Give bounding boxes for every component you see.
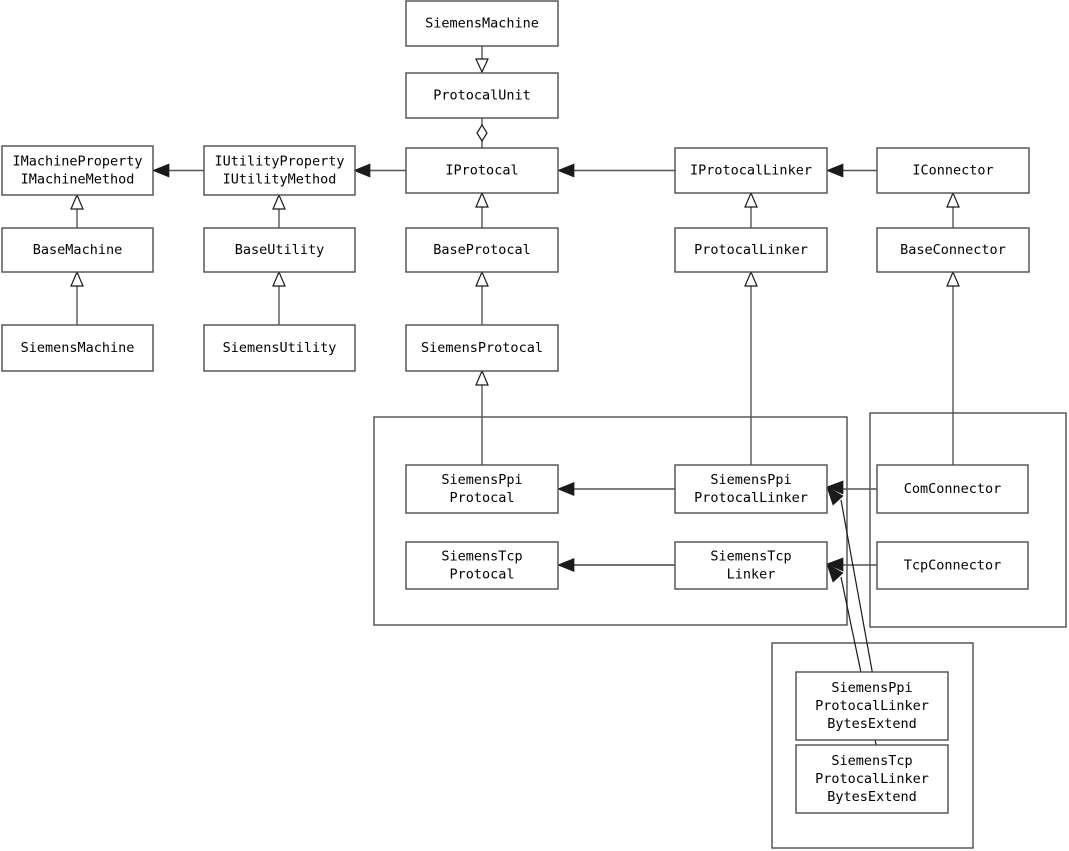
edge-protocal-unit-to-iprotocal xyxy=(476,118,488,148)
group-connector-implementations xyxy=(869,412,1067,628)
node-label-line2: ProtocalLinker xyxy=(815,698,929,714)
node-label-line2: ProtocalLinker xyxy=(694,490,808,506)
edge-iutility-property-to-imachine-property xyxy=(152,163,204,178)
node-siemens-machine-top[interactable]: SiemensMachine xyxy=(405,0,559,47)
edge-siemens-ppi-protocal-linker-to-protocal-linker xyxy=(744,270,758,465)
node-label-line1: SiemensTcp xyxy=(441,549,522,565)
edge-siemens-utility-to-base-utility xyxy=(272,270,286,325)
node-protocal-unit[interactable]: ProtocalUnit xyxy=(405,72,559,119)
edge-siemens-machine-top-to-protocal-unit xyxy=(475,46,489,74)
node-label: SiemensProtocal xyxy=(421,340,543,356)
node-iprotocal-linker[interactable]: IProtocalLinker xyxy=(674,147,828,194)
node-label-line1: IUtilityProperty xyxy=(214,154,344,170)
node-label-line2: IMachineMethod xyxy=(21,172,135,188)
node-label-line1: SiemensPpi xyxy=(831,680,912,696)
node-siemens-tcp-protocal-linker-bytes-extend[interactable]: SiemensTcp ProtocalLinker BytesExtend xyxy=(795,744,949,814)
edge-tcp-connector-to-siemens-tcp-linker xyxy=(826,557,877,572)
node-label: BaseUtility xyxy=(235,242,324,258)
node-tcp-connector[interactable]: TcpConnector xyxy=(876,541,1029,590)
edge-siemens-protocal-to-base-protocal xyxy=(475,270,489,325)
node-label-line1: IMachineProperty xyxy=(12,154,142,170)
node-label-line1: SiemensTcp xyxy=(831,753,912,769)
edge-layer xyxy=(70,46,960,750)
edge-siemens-ppi-protocal-to-siemens-protocal xyxy=(475,369,489,465)
edge-ppi-bytes-extend-to-siemens-ppi-protocal-linker xyxy=(826,486,874,677)
node-label-line2: ProtocalLinker xyxy=(815,771,929,787)
node-label-line2: Protocal xyxy=(449,490,514,506)
node-imachine-property[interactable]: IMachineProperty IMachineMethod xyxy=(1,145,154,196)
node-label: BaseMachine xyxy=(33,242,122,258)
edge-iprotocal-to-iutility-property xyxy=(353,163,406,178)
node-siemens-ppi-protocal-linker-bytes-extend[interactable]: SiemensPpi ProtocalLinker BytesExtend xyxy=(795,671,949,741)
node-siemens-tcp-protocal[interactable]: SiemensTcp Protocal xyxy=(405,541,559,590)
edge-base-connector-to-iconnector xyxy=(946,191,960,228)
node-label-line2: Protocal xyxy=(449,567,514,583)
node-siemens-tcp-linker[interactable]: SiemensTcp Linker xyxy=(674,541,828,590)
node-label: IConnector xyxy=(912,163,993,179)
node-siemens-ppi-protocal[interactable]: SiemensPpi Protocal xyxy=(405,464,559,514)
node-label-line3: BytesExtend xyxy=(827,789,916,805)
node-label: IProtocal xyxy=(445,163,518,179)
node-label: BaseProtocal xyxy=(433,242,531,258)
edge-siemens-machine-to-base-machine xyxy=(70,270,84,325)
group-protocal-implementations xyxy=(373,416,848,626)
node-label-line2: Linker xyxy=(727,567,776,583)
node-label: IProtocalLinker xyxy=(690,163,812,179)
edge-protocal-linker-to-iprotocal-linker xyxy=(744,191,758,228)
node-siemens-ppi-protocal-linker[interactable]: SiemensPpi ProtocalLinker xyxy=(674,464,828,514)
edge-base-machine-to-imachine-property xyxy=(70,193,84,228)
node-siemens-utility[interactable]: SiemensUtility xyxy=(203,324,356,372)
node-com-connector[interactable]: ComConnector xyxy=(876,464,1029,514)
node-label-line1: SiemensTcp xyxy=(710,549,791,565)
node-label: ComConnector xyxy=(904,481,1002,497)
node-label-line2: IUtilityMethod xyxy=(223,172,337,188)
edge-iprotocal-linker-to-iprotocal xyxy=(557,163,675,178)
node-label: BaseConnector xyxy=(900,242,1006,258)
node-label: ProtocalLinker xyxy=(694,242,808,258)
node-label: ProtocalUnit xyxy=(433,88,531,104)
node-base-utility[interactable]: BaseUtility xyxy=(203,227,356,273)
edge-com-connector-to-siemens-ppi-protocal-linker xyxy=(826,480,877,495)
node-iconnector[interactable]: IConnector xyxy=(876,147,1030,194)
node-base-connector[interactable]: BaseConnector xyxy=(876,227,1030,273)
edge-base-protocal-to-iprotocal xyxy=(475,191,489,228)
edge-siemens-ppi-protocal-linker-to-siemens-ppi-protocal xyxy=(557,481,675,497)
node-layer: SiemensMachine ProtocalUnit IProtocal IM… xyxy=(1,0,1030,814)
edge-base-utility-to-iutility-property xyxy=(272,193,286,228)
node-protocal-linker[interactable]: ProtocalLinker xyxy=(674,227,828,273)
node-base-machine[interactable]: BaseMachine xyxy=(1,227,154,273)
node-label: SiemensUtility xyxy=(223,340,337,356)
node-iutility-property[interactable]: IUtilityProperty IUtilityMethod xyxy=(203,145,356,196)
edge-iconnector-to-iprotocal-linker xyxy=(826,163,877,178)
node-label: TcpConnector xyxy=(904,558,1002,574)
node-iprotocal[interactable]: IProtocal xyxy=(405,147,559,194)
node-label-line3: BytesExtend xyxy=(827,716,916,732)
node-siemens-protocal[interactable]: SiemensProtocal xyxy=(405,324,559,372)
node-label: SiemensMachine xyxy=(21,340,135,356)
edge-siemens-tcp-linker-to-siemens-tcp-protocal xyxy=(557,557,675,573)
node-label-line1: SiemensPpi xyxy=(710,472,791,488)
edge-com-connector-to-base-connector xyxy=(946,270,960,465)
node-label: SiemensMachine xyxy=(425,16,539,32)
node-label-line1: SiemensPpi xyxy=(441,472,522,488)
group-bytes-extend-implementations xyxy=(771,642,974,849)
node-siemens-machine[interactable]: SiemensMachine xyxy=(1,324,154,372)
node-base-protocal[interactable]: BaseProtocal xyxy=(405,227,559,273)
